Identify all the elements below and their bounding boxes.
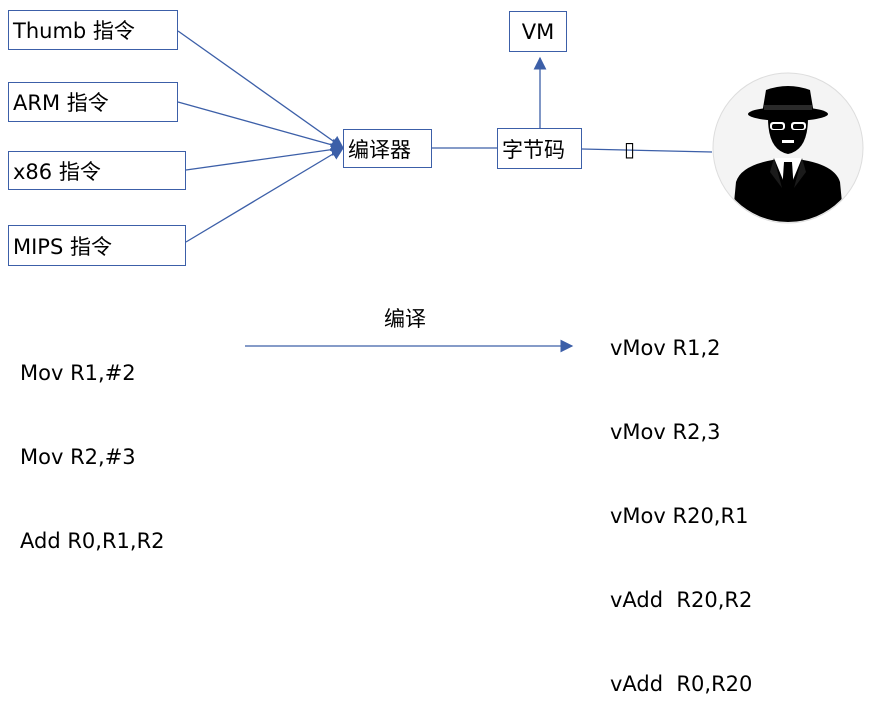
arm-instruction-label: ARM 指令 [13,91,109,115]
source-code-line: Mov R2,#3 [20,445,136,469]
connector-lines [177,30,713,353]
edge-bytecode-avatar [581,148,713,153]
edge-x86-compiler [185,143,345,171]
vm-code-line: vAdd R0,R20 [610,672,753,696]
hacker-spy-icon [712,72,864,224]
source-code-line: Add R0,R1,R2 [20,529,165,553]
vm-label: VM [521,19,555,44]
bytecode-box: 字节码 [497,128,582,169]
thumb-instruction-label: Thumb 指令 [13,19,135,43]
bytecode-marker: ▯ [624,137,636,161]
compiler-label: 编译器 [348,137,411,162]
vm-box: VM [509,11,567,52]
bytecode-label: 字节码 [502,137,565,162]
vm-code-line: vMov R20,R1 [610,504,749,528]
vm-code-line: vMov R2,3 [610,420,721,444]
vm-code-line: vAdd R20,R2 [610,588,753,612]
vm-code-line: vMov R1,2 [610,336,721,360]
edge-thumb-compiler [177,30,345,149]
compiler-box: 编译器 [343,129,432,168]
source-code-block: Mov R1,#2 Mov R2,#3 Add R0,R1,R2 [20,303,165,583]
mips-instruction-label: MIPS 指令 [13,234,112,259]
vm-code-block: vMov R1,2 vMov R2,3 vMov R20,R1 vAdd R20… [610,278,752,726]
edge-arm-compiler [177,101,345,152]
thumb-instruction-box: Thumb 指令 [8,10,178,50]
x86-instruction-box: x86 指令 [8,151,186,190]
compile-label: 编译 [384,307,426,331]
mips-instruction-box: MIPS 指令 [8,225,186,266]
x86-instruction-label: x86 指令 [13,159,101,184]
arm-instruction-box: ARM 指令 [8,82,178,122]
edge-mips-compiler [185,147,345,243]
source-code-line: Mov R1,#2 [20,361,136,385]
